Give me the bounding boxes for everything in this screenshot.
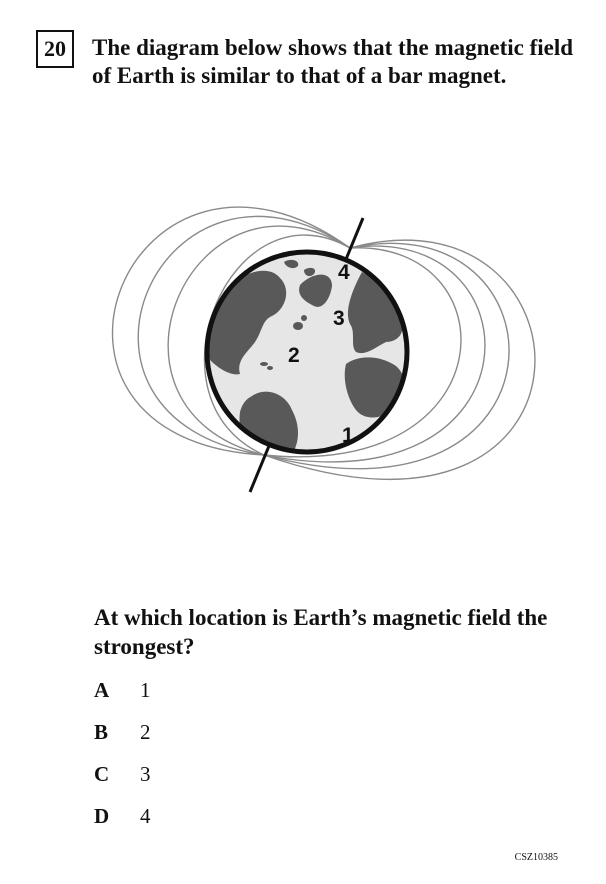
question-number: 20 xyxy=(36,30,74,68)
continents xyxy=(208,259,405,452)
option-letter: B xyxy=(94,720,109,744)
item-code: CSZ10385 xyxy=(514,852,558,863)
option-letter: C xyxy=(94,762,110,786)
location-label-4: 4 xyxy=(338,261,350,284)
option-c[interactable]: C 3 xyxy=(94,762,151,804)
earth-magnetic-field-diagram: 4 3 2 1 xyxy=(111,206,536,493)
location-label-3: 3 xyxy=(333,307,345,330)
option-letter: A xyxy=(94,678,110,702)
option-text: 3 xyxy=(140,762,151,786)
question-stem: The diagram below shows that the magneti… xyxy=(92,35,574,88)
location-label-2: 2 xyxy=(288,344,300,367)
field-lines-left xyxy=(111,206,351,456)
field-lines-right xyxy=(263,239,536,480)
option-a[interactable]: A 1 xyxy=(94,678,151,720)
option-b[interactable]: B 2 xyxy=(94,720,151,762)
answer-options: A 1 B 2 C 3 D 4 xyxy=(94,678,151,846)
question-prompt: At which location is Earth’s magnetic fi… xyxy=(94,605,548,659)
option-text: 2 xyxy=(140,720,151,744)
earth-outline xyxy=(204,249,410,455)
option-text: 1 xyxy=(140,678,151,702)
option-text: 4 xyxy=(140,804,151,828)
option-d[interactable]: D 4 xyxy=(94,804,151,846)
location-label-1: 1 xyxy=(342,424,354,447)
option-letter: D xyxy=(94,804,110,828)
